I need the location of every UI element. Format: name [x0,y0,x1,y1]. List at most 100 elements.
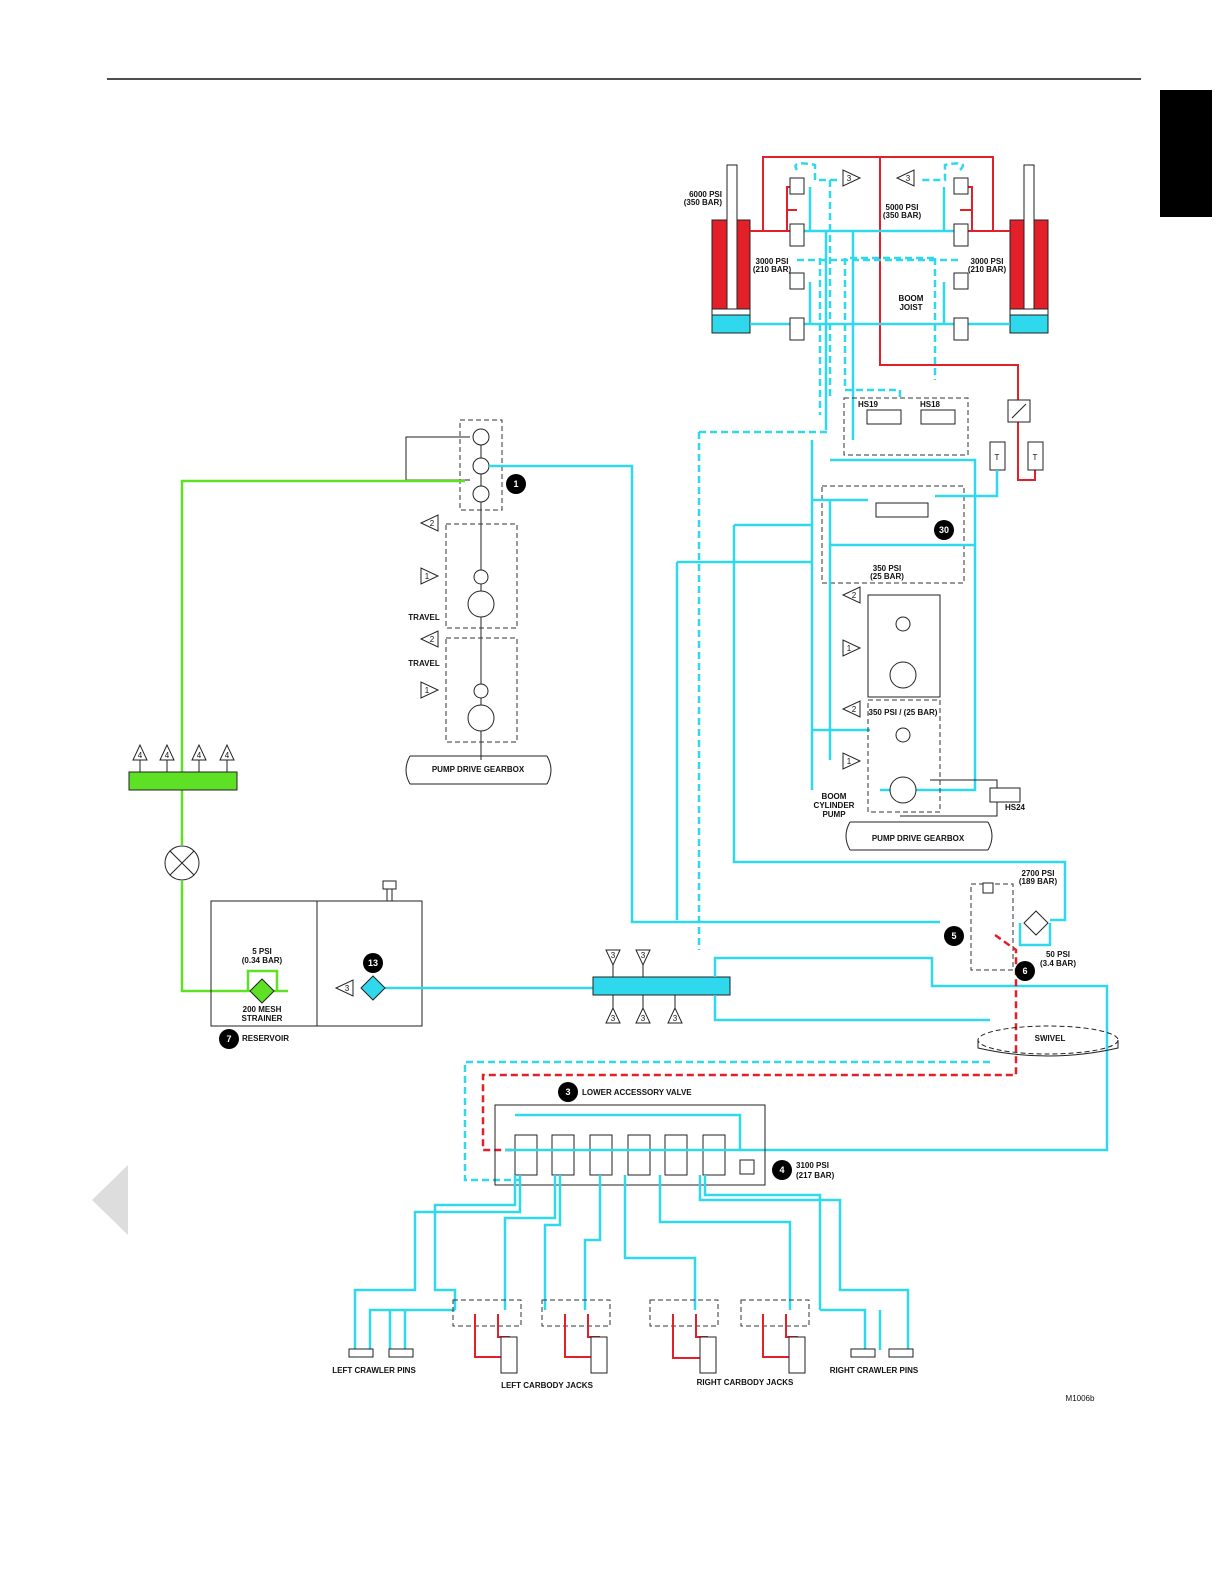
port-3-right-triangle: 3 [842,169,862,187]
boom-hoist-circuit: 3 3 6000 PSI (350 BAR) 5000 PSI (350 BAR… [684,156,1049,481]
badge-30: 30 [934,520,954,540]
svg-text:4: 4 [225,751,230,760]
lower-relief-bar: (217 BAR) [796,1171,835,1180]
left-carbody-jacks-label: LEFT CARBODY JACKS [501,1381,594,1390]
svg-text:1: 1 [847,644,852,653]
jack-valves [452,1299,810,1374]
suction-manifold [128,771,238,791]
previous-page-arrow-icon[interactable] [92,1165,128,1235]
filter-relief-psi: 2700 PSI [1022,869,1055,878]
hs24-label: HS24 [1005,803,1026,812]
filter-group: 5 6 2700 PSI (189 BAR) 50 PSI (3.4 BAR) … [481,869,1119,1152]
svg-text:3: 3 [906,174,911,183]
svg-text:4: 4 [779,1165,784,1175]
boom-pump-label: BOOM [822,792,847,801]
strainer-icon [249,978,275,1004]
right-crawler-pins [850,1348,914,1358]
svg-text:2: 2 [852,705,857,714]
strainer-label-2: STRAINER [242,1014,283,1023]
strainer-label: 200 MESH [243,1005,282,1014]
filter-bypass-bar: (3.4 BAR) [1040,959,1076,968]
lower-valve-label: LOWER ACCESSORY VALVE [582,1088,692,1097]
filter-relief-bar: (189 BAR) [1019,877,1058,886]
shutoff-valve-icon [164,845,200,881]
right-carbody-jacks-label: RIGHT CARBODY JACKS [697,1378,794,1387]
return-manifold: 3 3 3 3 3 [592,949,1109,1152]
svg-text:T: T [1033,453,1038,462]
brake-left-bar: (210 BAR) [753,265,792,274]
left-crawler-pins-label: LEFT CRAWLER PINS [332,1366,416,1375]
svg-text:T: T [995,453,1000,462]
svg-text:3: 3 [847,174,852,183]
boom-pump-pressure: 350 PSI / (25 BAR) [869,708,938,717]
svg-text:3: 3 [345,984,350,993]
svg-text:1: 1 [425,572,430,581]
right-boom-cylinder [1009,164,1049,334]
svg-text:3: 3 [641,1014,646,1023]
svg-text:4: 4 [165,751,170,760]
strainer-bypass-bar: (0.34 BAR) [242,956,283,965]
svg-text:13: 13 [368,958,378,968]
relief-center-bar: (350 BAR) [883,211,922,220]
solenoid-valve-block: HS19 HS18 T T [843,397,1044,471]
svg-text:5: 5 [951,931,956,941]
travel-label-b: TRAVEL [408,659,440,668]
svg-text:2: 2 [430,519,435,528]
svg-text:1: 1 [847,757,852,766]
boom-hoist-label: BOOM [899,294,924,303]
boom-hoist-label-2: JOIST [899,303,922,312]
charge-psi: 350 PSI [873,564,901,573]
section-tab[interactable] [1160,90,1212,217]
right-crawler-pins-label: RIGHT CRAWLER PINS [830,1366,919,1375]
boom-pump-label-3: PUMP [822,810,846,819]
relief-left-psi: 6000 PSI [689,190,722,199]
svg-text:3: 3 [641,951,646,960]
svg-text:3: 3 [565,1087,570,1097]
svg-text:3: 3 [611,951,616,960]
left-boom-cylinder [711,164,751,334]
svg-text:2: 2 [430,635,435,644]
svg-text:1: 1 [513,479,518,489]
port-3-left-triangle: 3 [895,169,915,187]
svg-text:3: 3 [611,1014,616,1023]
return-filter-icon [360,975,386,1001]
figure-id: M1006b [1066,1394,1095,1403]
svg-text:30: 30 [939,525,949,535]
svg-text:3: 3 [673,1014,678,1023]
brake-right-psi: 3000 PSI [971,257,1004,266]
suction-circuit: 4 4 4 4 5 PSI (0.34 BAR) 200 MESH STRAIN… [128,479,593,1049]
filter-icon [1023,910,1049,936]
relief-center-psi: 5000 PSI [886,203,919,212]
charge-block: 30 350 PSI (25 BAR) [675,430,1067,950]
boom-cylinder-pump: 2 1 2 1 350 PSI / (25 BAR) BOOM CYLINDER… [814,586,1026,851]
charge-bar: (25 BAR) [870,572,904,581]
hs24-valve [989,787,1021,803]
hs18-label: HS18 [920,400,941,409]
tank-symbol-a: T [989,441,1006,471]
hs19-label: HS19 [858,400,879,409]
reservoir-label: RESERVOIR [242,1034,289,1043]
svg-text:4: 4 [197,751,202,760]
boom-pump-label-2: CYLINDER [814,801,855,810]
swivel-label: SWIVEL [1035,1034,1066,1043]
relief-left-bar: (350 BAR) [684,198,723,207]
filter-bypass-psi: 50 PSI [1046,950,1070,959]
breather-cap-icon [382,880,397,890]
brake-right-bar: (210 BAR) [968,265,1007,274]
brake-left-psi: 3000 PSI [756,257,789,266]
gearbox-label-left: PUMP DRIVE GEARBOX [432,765,525,774]
travel-label-a: TRAVEL [408,613,440,622]
gearbox-label-right: PUMP DRIVE GEARBOX [872,834,965,843]
travel-pump-stack: 1 2 1 2 1 TRAVEL TRAVEL PUMP DRIVE GEARB… [405,419,940,924]
svg-text:1: 1 [425,686,430,695]
tank-symbol-b: T [1027,441,1044,471]
lower-relief-psi: 3100 PSI [796,1161,829,1170]
svg-text:4: 4 [138,751,143,760]
left-crawler-pins [348,1348,414,1358]
boom-hoist-valves [789,177,969,341]
svg-text:2: 2 [852,591,857,600]
svg-text:7: 7 [226,1034,231,1044]
svg-text:6: 6 [1022,966,1027,976]
strainer-bypass-psi: 5 PSI [252,947,272,956]
